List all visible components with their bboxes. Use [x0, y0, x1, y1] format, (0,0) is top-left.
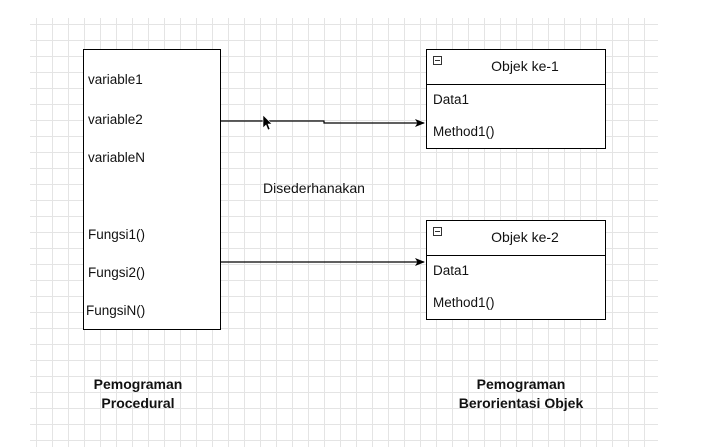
object-method-field: Method1() — [433, 124, 495, 139]
object-title: Objek ke-2 — [491, 229, 559, 245]
caption-line: Pemograman — [93, 376, 183, 392]
function-item: Fungsi2() — [88, 265, 146, 280]
collapse-icon[interactable] — [433, 227, 442, 236]
variable-item: variable1 — [88, 72, 143, 87]
variable-item: variableN — [88, 150, 146, 165]
procedural-caption: Pemograman Procedural — [68, 375, 208, 413]
object-method-field: Method1() — [433, 295, 495, 310]
object-box-2[interactable]: Objek ke-2 Data1 Method1() — [426, 220, 606, 320]
oop-caption: Pemograman Berorientasi Objek — [436, 375, 606, 413]
function-item: Fungsi1() — [88, 227, 146, 242]
variable-item: variable2 — [88, 112, 143, 127]
object-data-field: Data1 — [433, 92, 470, 107]
object-header: Objek ke-1 — [427, 50, 605, 85]
object-title: Objek ke-1 — [491, 58, 559, 74]
caption-line: Pemograman — [476, 376, 566, 392]
object-box-1[interactable]: Objek ke-1 Data1 Method1() — [426, 49, 606, 149]
object-data-field: Data1 — [433, 263, 470, 278]
mouse-cursor-icon — [262, 114, 273, 131]
function-item: FungsiN() — [86, 303, 146, 318]
caption-line: Berorientasi Objek — [458, 395, 584, 411]
collapse-icon[interactable] — [433, 56, 442, 65]
caption-line: Procedural — [101, 395, 175, 411]
arrow-to-objek-1[interactable] — [221, 119, 425, 127]
edge-label: Disederhanakan — [263, 180, 365, 196]
procedural-box[interactable]: variable1 variable2 variableN Fungsi1() … — [83, 49, 221, 330]
object-header: Objek ke-2 — [427, 221, 605, 256]
